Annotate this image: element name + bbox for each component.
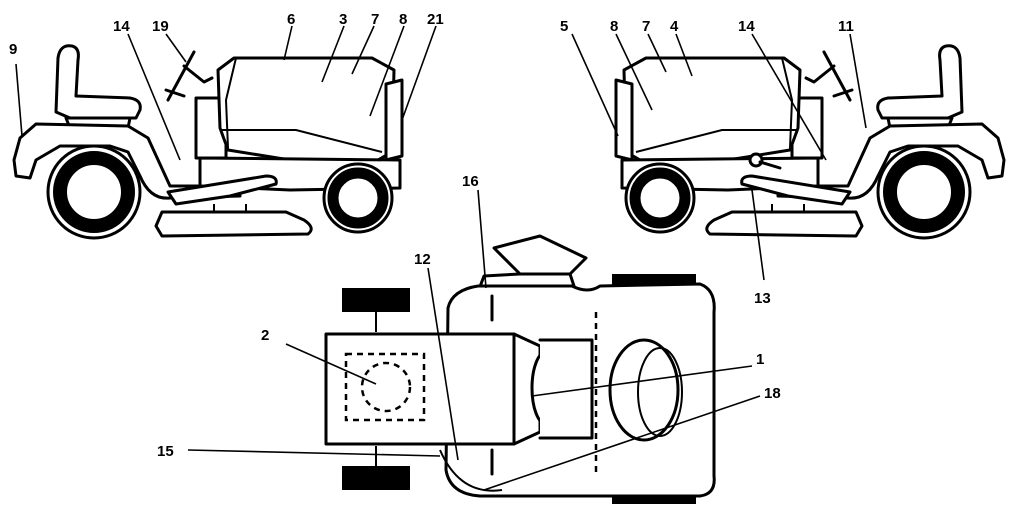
callout-16: 16 <box>462 173 479 190</box>
left-rear-fender <box>12 122 242 200</box>
left-seat <box>54 44 142 120</box>
callout-14: 14 <box>738 18 755 35</box>
top-callouts: 16 12 2 1 18 15 <box>157 173 781 460</box>
right-seat <box>876 44 964 120</box>
right-hood <box>622 56 802 162</box>
callout-19: 19 <box>152 18 169 35</box>
callout-7: 7 <box>642 18 650 35</box>
left-leaders <box>15 25 437 161</box>
callout-8: 8 <box>610 18 618 35</box>
callout-18: 18 <box>764 385 781 402</box>
right-rear-fender <box>776 122 1006 200</box>
callout-6: 6 <box>287 11 295 28</box>
left-mower-deck <box>154 210 313 238</box>
left-callouts: 9 14 19 6 3 7 8 21 <box>9 11 444 58</box>
callout-9: 9 <box>9 41 17 58</box>
top-seat-back <box>492 234 588 276</box>
top-leaders <box>187 189 761 491</box>
left-steering-wheel <box>164 50 214 102</box>
callout-8: 8 <box>399 11 407 28</box>
callout-3: 3 <box>339 11 347 28</box>
callout-11: 11 <box>838 18 854 35</box>
top-view <box>324 234 716 504</box>
callout-4: 4 <box>670 18 679 35</box>
callout-12: 12 <box>414 251 431 268</box>
callout-14: 14 <box>113 18 130 35</box>
callout-2: 2 <box>261 327 269 344</box>
left-side-view <box>12 44 404 240</box>
right-steering-wheel <box>804 50 854 102</box>
right-mower-deck <box>705 210 864 238</box>
top-seat <box>608 338 680 442</box>
right-leaders <box>571 33 867 281</box>
callout-5: 5 <box>560 18 568 35</box>
callout-7: 7 <box>371 11 379 28</box>
top-hood <box>324 332 516 446</box>
top-battery <box>344 352 426 422</box>
right-side-view <box>614 44 1006 240</box>
callout-15: 15 <box>157 443 174 460</box>
right-callouts: 5 8 7 4 14 11 13 <box>560 18 854 307</box>
callout-21: 21 <box>427 11 444 28</box>
callout-13: 13 <box>754 290 771 307</box>
left-hood <box>216 56 396 162</box>
callout-1: 1 <box>756 351 764 368</box>
